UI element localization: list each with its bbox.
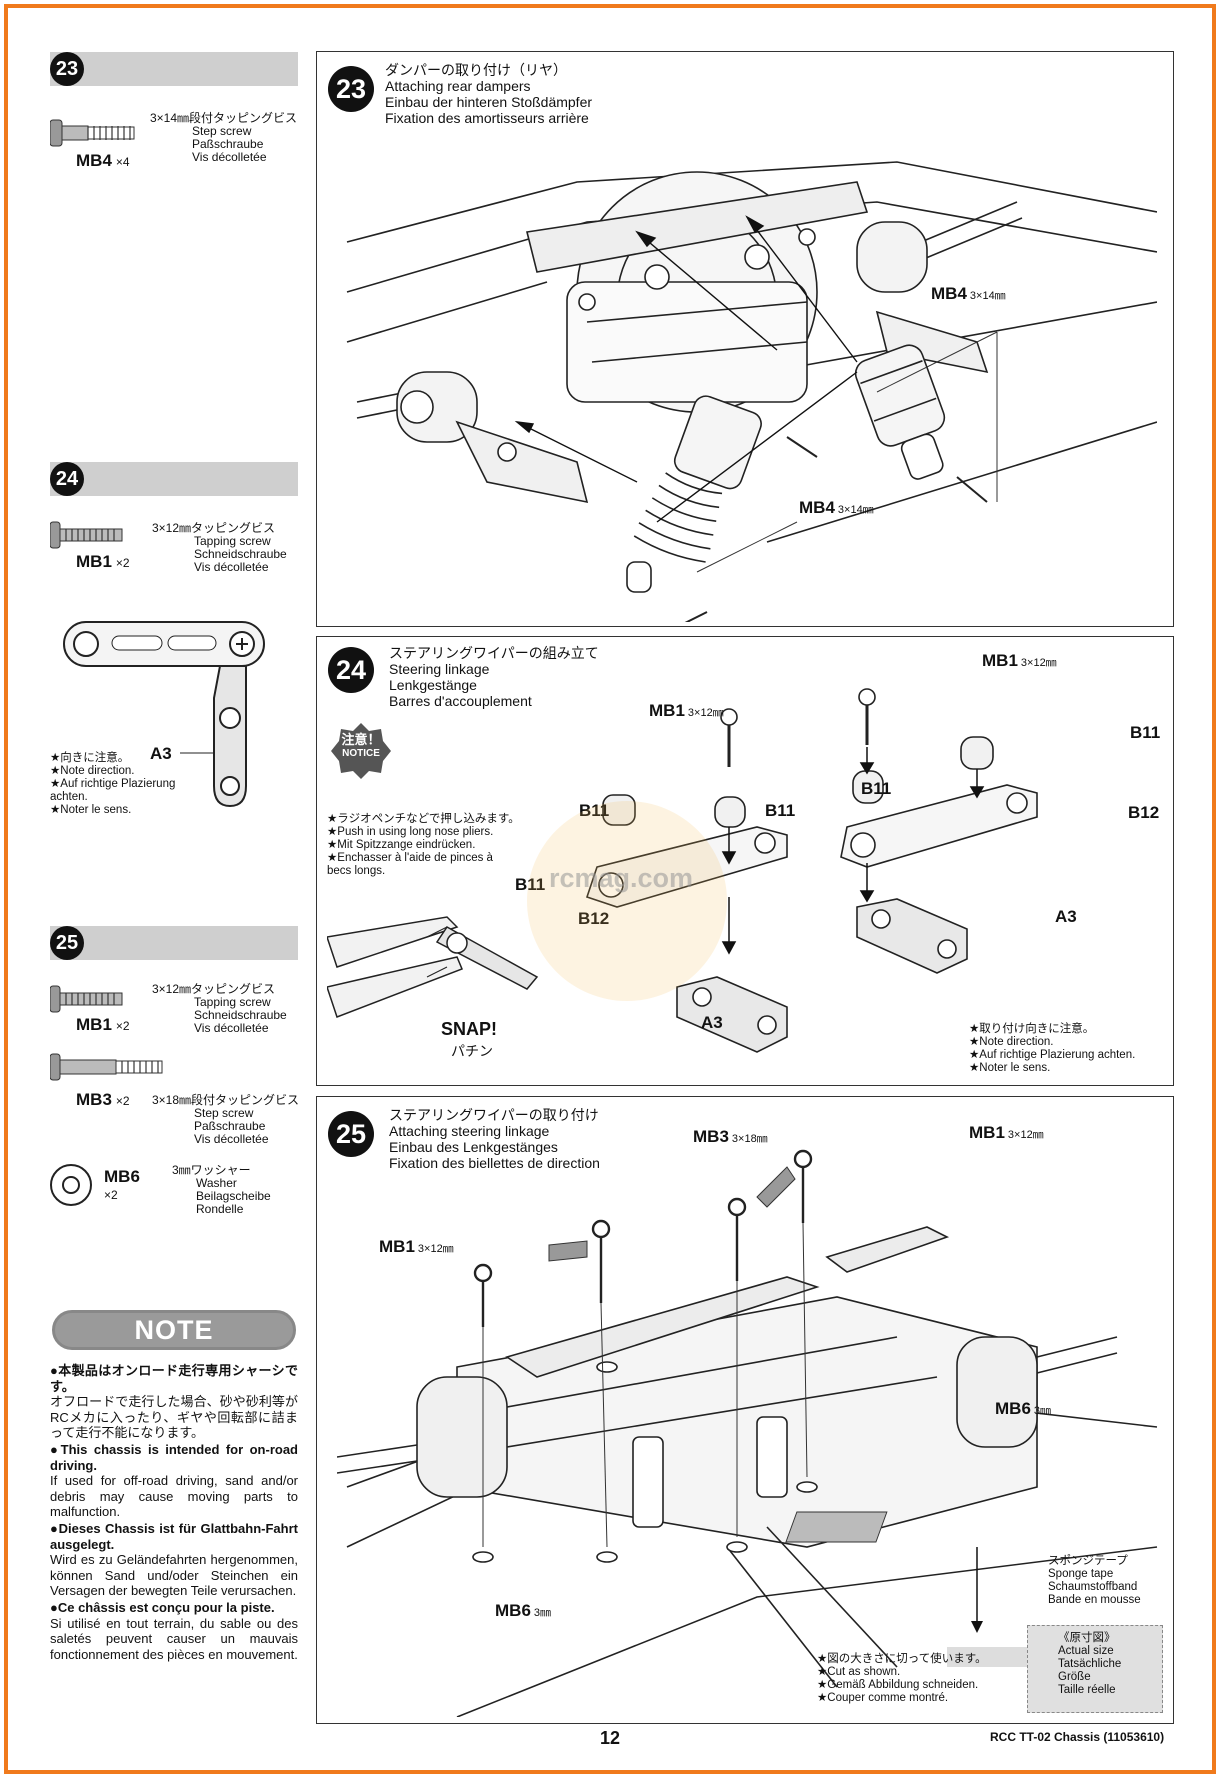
panel-24-label-b11-4: B11 <box>861 779 892 798</box>
panel-23-number: 23 <box>328 66 374 112</box>
page-border <box>4 4 1216 1774</box>
step-25-mb3-desc: 3×18㎜段付タッピングビス Step screw Paßschraube Vi… <box>152 1093 300 1146</box>
pliers-drawing <box>327 916 539 1018</box>
step-25-header: 25 <box>50 926 298 960</box>
notice-badge-shape <box>331 723 391 779</box>
step-25-mb6-part: MB6 ×2 <box>104 1167 140 1203</box>
steering-linkage-assembly-drawing <box>337 1149 1158 1717</box>
panel-24-title: ステアリングワイパーの組み立て Steering linkage Lenkges… <box>389 645 599 709</box>
step-24-part: MB1×2 <box>76 552 130 571</box>
washer-icon <box>50 1164 92 1206</box>
panel-24: 24 ステアリングワイパーの組み立て Steering linkage Lenk… <box>316 636 1174 1086</box>
step-23-desc: 3×14㎜段付タッピングビス Step screw Paßschraube Vi… <box>150 111 298 164</box>
sidebar-direction-note: ★向きに注意。 ★Note direction. ★Auf richtige P… <box>50 752 176 816</box>
step-23-number: 23 <box>50 52 84 86</box>
panel-24-label-b11-2: B11 <box>765 801 796 820</box>
notice-badge-text: 注意！ NOTICE <box>341 732 381 760</box>
watermark-text: rcmag.com <box>549 863 694 893</box>
step-screw-icon-2 <box>50 1053 163 1081</box>
cut-note: ★図の大きさに切って使います。 ★Cut as shown. ★Gemäß Ab… <box>817 1653 987 1704</box>
panel-23: 23 ダンパーの取り付け（リヤ） Attaching rear dampers … <box>316 51 1174 627</box>
panel-24-direction-note: ★取り付け向きに注意。 ★Note direction. ★Auf richti… <box>969 1023 1136 1074</box>
panel-25: 25 ステアリングワイパーの取り付け Attaching steering li… <box>316 1096 1174 1724</box>
step-24-number: 24 <box>50 462 84 496</box>
tapping-screw-icon <box>50 521 123 549</box>
panel-25-title: ステアリングワイパーの取り付け Attaching steering linka… <box>389 1107 600 1171</box>
panel-24-number: 24 <box>328 647 374 693</box>
notice-badge: 注意！ NOTICE <box>331 721 391 781</box>
panel-24-label-a3-2: A3 <box>1055 907 1077 926</box>
step-23-part: MB4×4 <box>76 151 130 170</box>
panel-23-title: ダンパーの取り付け（リヤ） Attaching rear dampers Ein… <box>385 62 593 126</box>
step-24-header: 24 <box>50 462 298 496</box>
snap-label-jp: パチン <box>451 1043 493 1059</box>
panel-25-number: 25 <box>328 1111 374 1157</box>
step-screw-icon <box>50 119 135 147</box>
step-25-mb6-desc: 3㎜ワッシャー Washer Beilagscheibe Rondelle <box>172 1163 271 1216</box>
panel-24-label-b11-3: B11 <box>515 875 546 894</box>
step-25-mb1-desc: 3×12㎜タッピングビス Tapping screw Schneidschrau… <box>152 982 287 1035</box>
note-text: ●本製品はオンロード走行専用シャーシです。オフロードで走行した場合、砂や砂利等が… <box>50 1363 298 1662</box>
panel-24-label-b11-5: B11 <box>1130 723 1161 742</box>
actual-size-box: 《原寸図》 Actual size Tatsächliche Größe Tai… <box>1027 1625 1163 1713</box>
watermark-disc <box>527 801 727 1001</box>
step-24-desc: 3×12㎜タッピングビス Tapping screw Schneidschrau… <box>152 521 287 574</box>
a3-part-drawing <box>63 621 265 808</box>
step-25-mb1-part: MB1×2 <box>76 1015 130 1034</box>
panel-24-label-a3-1: A3 <box>701 1013 723 1032</box>
panel-24-label-b12-1: B12 <box>578 909 610 928</box>
document-id: RCC TT-02 Chassis (11053610) <box>990 1730 1165 1744</box>
linkage-assembly-left <box>585 708 788 1053</box>
panel-24-tips: ★ラジオペンチなどで押し込みます。 ★Push in using long no… <box>327 813 520 877</box>
sidebar-a3-label: A3 <box>150 744 172 763</box>
snap-label: SNAP! <box>441 1019 498 1039</box>
rear-damper-assembly-drawing <box>346 161 1157 622</box>
tapping-screw-icon-2 <box>50 985 123 1013</box>
panel-24-label-b11-1: B11 <box>579 801 610 820</box>
panel-24-label-b12-2: B12 <box>1128 803 1160 822</box>
note-title: NOTE <box>52 1310 296 1350</box>
sponge-tape-label: スポンジテープ Sponge tape Schaumstoffband Band… <box>1048 1555 1141 1606</box>
step-25-mb3-part: MB3×2 <box>76 1090 130 1109</box>
page-number: 12 <box>600 1728 621 1748</box>
step-23-header: 23 <box>50 52 298 86</box>
step-25-number: 25 <box>50 926 84 960</box>
linkage-assembly-right <box>840 688 1038 974</box>
